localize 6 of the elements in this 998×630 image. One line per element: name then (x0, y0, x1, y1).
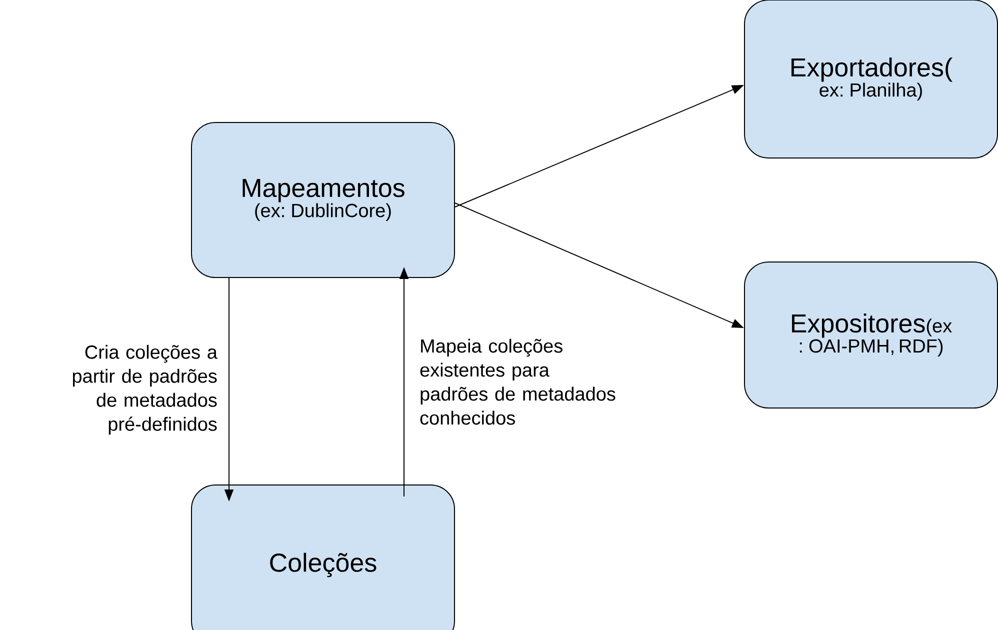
edge-label: Cria coleções a partir de padrões de metadados pré-definidos (72, 344, 218, 435)
process-box: Mapeamentos (ex: DublinCore) (191, 122, 455, 278)
process-box: Expositores(ex : OAI-PMH, RDF) (744, 262, 998, 408)
process-box: Exportadores( ex: Planilha) (744, 0, 998, 158)
edge-label: Mapeia coleções existentes para padrões de metadados conhecidos (420, 338, 616, 425)
process-box: Coleções (191, 484, 455, 630)
